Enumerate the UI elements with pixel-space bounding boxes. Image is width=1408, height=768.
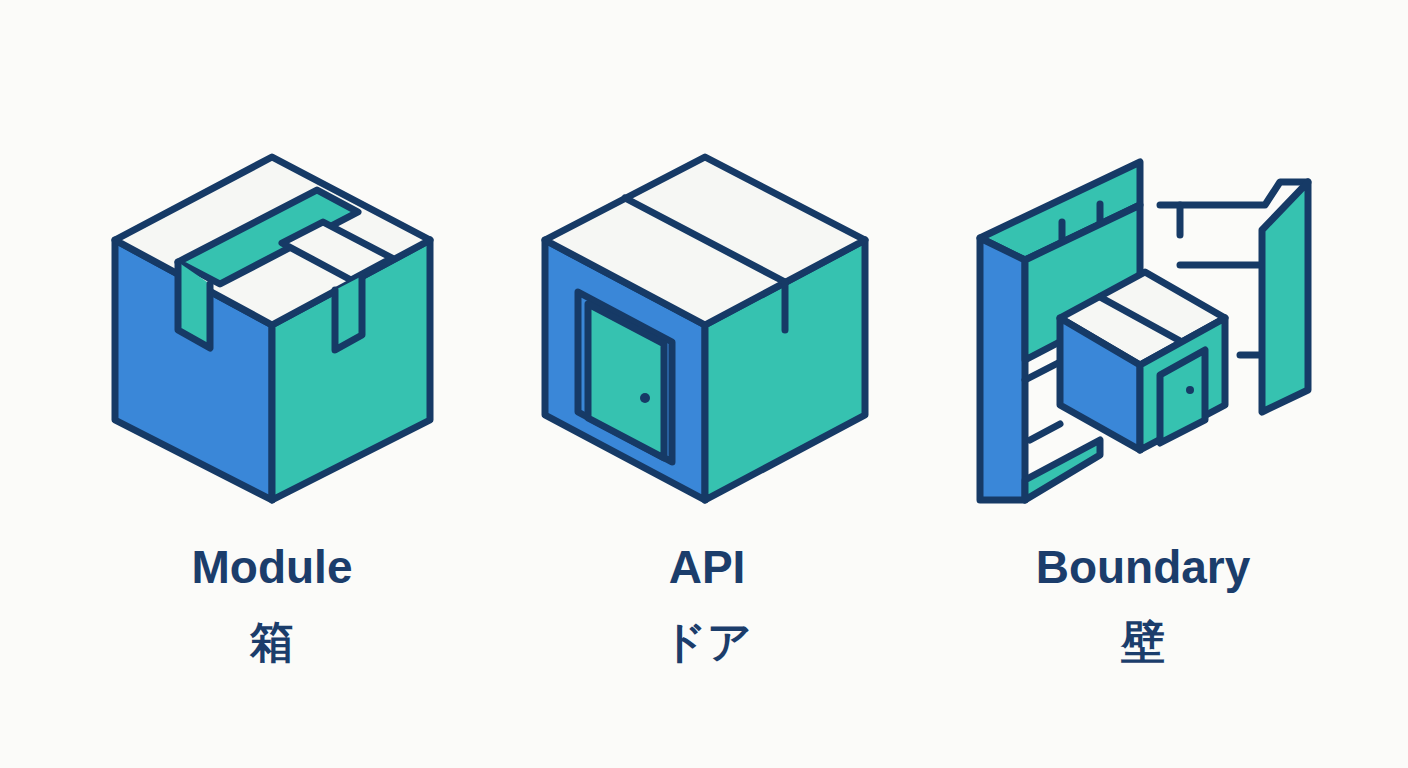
japanese-label: ドア xyxy=(662,618,752,666)
icon-label: API xyxy=(669,542,746,593)
japanese-label: 箱 xyxy=(250,618,294,666)
icon-label: Boundary xyxy=(1036,542,1251,593)
api-box-icon xyxy=(545,157,865,500)
module-box-icon xyxy=(115,157,430,500)
icon-label: Module xyxy=(192,542,353,593)
japanese-label: 壁 xyxy=(1121,618,1165,666)
boundary-wall-icon xyxy=(980,162,1308,500)
